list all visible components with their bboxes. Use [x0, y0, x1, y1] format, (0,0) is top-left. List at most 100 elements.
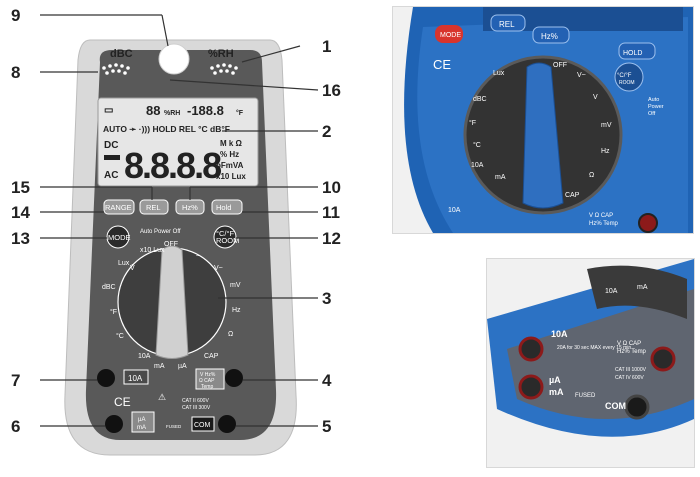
range-button[interactable] — [103, 199, 135, 215]
lcd-dc: DC — [104, 140, 118, 151]
dial-ohm: Ω — [228, 331, 233, 338]
photo-top-dial-vac: V~ — [577, 72, 586, 79]
photo-top-hold-button — [618, 42, 656, 60]
photo-top-dial-hz: Hz — [601, 148, 610, 155]
callout-4: 4 — [322, 371, 332, 390]
photo-bottom-com: COM — [605, 401, 626, 411]
jack-10a[interactable] — [97, 369, 115, 387]
jack-com[interactable] — [218, 415, 236, 433]
dial-cap: CAP — [204, 353, 219, 360]
photo-top-rel-button — [490, 14, 526, 32]
lcd-units-1: M k Ω — [220, 139, 243, 148]
lcd-top-rh: %RH — [164, 110, 180, 117]
photo-bottom-note: 20A for 30 sec MAX every 15 min — [557, 345, 631, 351]
jack-com-text: COM — [194, 422, 211, 429]
photo-top-temp-label: °C/°F — [617, 73, 632, 79]
photo-bottom-dial-ma: mA — [637, 284, 648, 291]
photo-top-jack-vhz: V Ω CAP — [589, 213, 613, 219]
photo-top-mode-label: MODE — [440, 32, 461, 39]
lcd-units-2: % Hz — [220, 150, 239, 159]
jack-ua-ma[interactable] — [105, 415, 123, 433]
callout-8: 8 — [11, 63, 20, 82]
lcd-ac: AC — [104, 170, 118, 181]
dial-a10: 10A — [138, 353, 151, 360]
photo-bottom-jack-10a — [518, 336, 544, 362]
photo-bottom-vhz: V Ω CAP — [617, 341, 641, 347]
dial-v-dc: V̄ — [130, 264, 135, 272]
photo-top-dial-ohm: Ω — [589, 172, 594, 179]
lcd-minus-bar — [104, 155, 120, 160]
photo-bottom-fused: FUSED — [575, 393, 596, 399]
photo-top-dial-c: °C — [473, 141, 481, 149]
hz-button-label: Hz% — [182, 203, 198, 212]
callout-15: 15 — [11, 178, 30, 197]
ce-mark: CE — [114, 395, 131, 409]
photo-bottom-cat1: CAT III 1000V — [615, 367, 647, 373]
photo-top-jack-red — [638, 213, 658, 233]
photo-top-buttons: MODE REL Hz% HOLD °C/°F ROOM Auto Power … — [435, 14, 664, 117]
lcd-top-small: 88 — [146, 103, 160, 118]
callout-9: 9 — [11, 6, 20, 25]
photo-top-dial-dbc: dBC — [473, 96, 487, 103]
photo-top-knob — [522, 62, 564, 209]
photo-bottom-label-10a: 10A — [551, 329, 568, 339]
photo-top-dial-v: V — [593, 94, 598, 101]
photo-top-temp-sublabel: ROOM — [619, 80, 635, 86]
photo-bottom-dial-10a: 10A — [605, 288, 618, 295]
photo-top-dial-labels: OFF Lux dBC °F °C V~ V mV Hz Ω CAP mA 10… — [469, 62, 612, 199]
callout-lines — [40, 14, 319, 427]
photo-meter-top: MODE REL Hz% HOLD °C/°F ROOM Auto Power … — [392, 6, 694, 234]
dial-lux: Lux — [118, 260, 130, 267]
speaker-dots-left — [102, 63, 130, 75]
battery-icon: ▭ — [104, 105, 113, 116]
warning-icon: ⚠ — [158, 392, 166, 402]
label-rh-top: %RH — [208, 48, 234, 60]
photo-bottom-jack-vhz — [650, 346, 676, 372]
mode-button[interactable] — [106, 225, 130, 249]
lcd-top-big: -188.8 — [187, 103, 224, 118]
photo-top-auto-2: Power — [648, 104, 664, 110]
photo-top-dial-mv: mV — [601, 122, 612, 129]
cat-rating-1: CAT II 600V — [182, 398, 209, 404]
jack-10a-text: 10A — [128, 374, 143, 383]
callout-11: 11 — [322, 203, 340, 222]
rel-button[interactable] — [139, 199, 169, 215]
temp-button[interactable] — [213, 225, 237, 249]
speaker-dots-right — [210, 63, 238, 75]
photo-meter-bottom: 10A mA 10A 20A for 30 sec MAX every 15 m… — [486, 258, 695, 468]
photo-top-rel-label: REL — [499, 20, 515, 29]
callout-10: 10 — [322, 178, 341, 197]
multimeter-diagram: dBC %RH ▭ 88 %RH -188.8 °F AUTO ➛ ·))) H… — [11, 6, 341, 456]
jack-com-label — [191, 416, 215, 432]
dial-v-ac: V~ — [214, 265, 223, 272]
photo-top-hz-label: Hz% — [541, 32, 558, 41]
callout-1: 1 — [322, 37, 331, 56]
photo-top-dial-f: °F — [469, 119, 476, 127]
callout-6: 6 — [11, 417, 20, 436]
photo-top-dial-off: OFF — [553, 62, 567, 69]
range-button-label: RANGE — [105, 203, 132, 212]
dial-hz: Hz — [232, 307, 241, 314]
photo-bottom-jack-ua — [518, 374, 544, 400]
jack-vhz-sub2: Temp — [201, 384, 213, 390]
callout-5: 5 — [322, 417, 331, 436]
callout-14: 14 — [11, 203, 30, 222]
lcd-units-4: x10 Lux — [216, 172, 246, 181]
hold-button[interactable] — [211, 199, 243, 215]
hold-button-label: Hold — [216, 203, 231, 212]
dial-knob[interactable] — [155, 245, 189, 359]
photo-top-auto-1: Auto — [648, 97, 659, 103]
photo-top-dial-10a: 10A — [471, 162, 484, 169]
temp-button-label: °C/°F — [216, 229, 234, 238]
dial-off: OFF — [164, 241, 178, 248]
photo-bottom-cat2: CAT IV 600V — [615, 375, 644, 381]
photo-top-mode-button — [435, 25, 463, 43]
rel-button-label: REL — [146, 203, 161, 212]
callout-3: 3 — [322, 289, 331, 308]
dial-ua: µA — [178, 363, 187, 370]
callout-16: 16 — [322, 81, 341, 100]
lcd-display — [97, 97, 259, 187]
jack-ua-sub: mA — [137, 425, 146, 431]
dial-tilde: ~ — [196, 253, 200, 260]
jack-vhz[interactable] — [225, 369, 243, 387]
